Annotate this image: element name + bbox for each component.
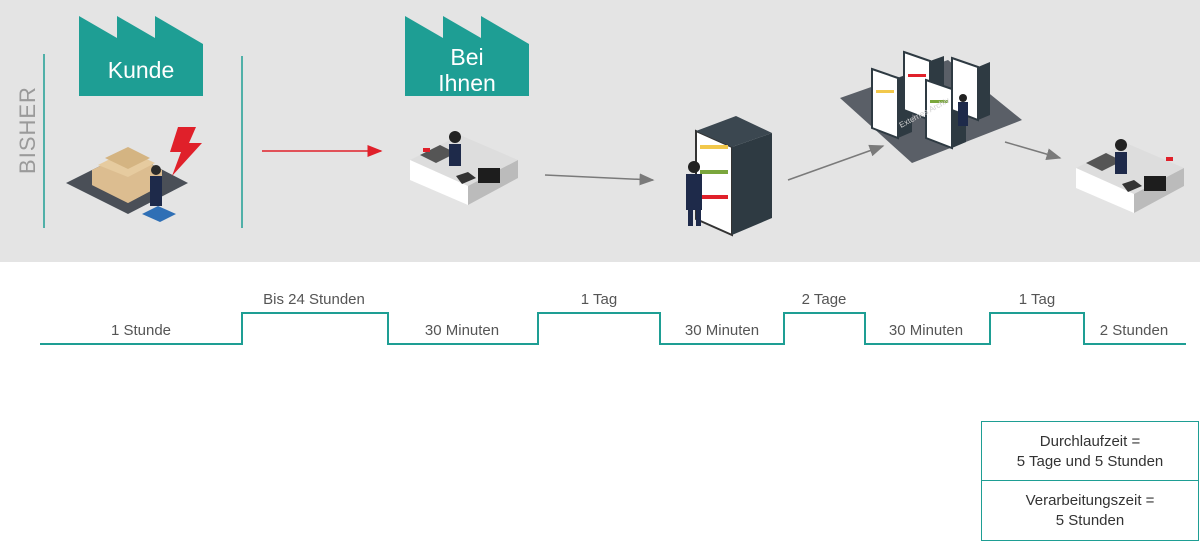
summary-text: Durchlaufzeit = — [1039, 432, 1141, 450]
durchlaufzeit-box: Durchlaufzeit = 5 Tage und 5 Stunden — [981, 421, 1199, 482]
lightning-icon — [170, 127, 202, 176]
summary-text: 5 Tage und 5 Stunden — [1016, 452, 1164, 470]
timeline-label-high: Bis 24 Stunden — [263, 291, 365, 308]
factory-label-customer: Kunde — [107, 57, 175, 83]
arrow-icon — [544, 173, 655, 186]
timeline-label-low: 30 Minuten — [684, 322, 760, 339]
summary-text: 5 Stunden — [1055, 511, 1125, 529]
timeline-label-low: 30 Minuten — [888, 322, 964, 339]
package-pallet-icon — [66, 147, 188, 222]
warehouse-icon — [840, 50, 1022, 163]
step-line-graphic — [40, 312, 1186, 345]
factory-icon — [79, 16, 203, 96]
scene-graphics: Externes Archiv — [43, 16, 1184, 237]
factory-icon — [405, 16, 529, 96]
timeline-label-high: 1 Tag — [1018, 291, 1056, 308]
timeline-label-high: 2 Tage — [801, 291, 847, 308]
summary-text: Verarbeitungszeit = — [1025, 491, 1155, 509]
timeline-label-low: 2 Stunden — [1099, 322, 1169, 339]
arrow-icon — [1004, 141, 1062, 160]
bookshelf-icon — [686, 116, 772, 237]
time-step-line: 1 Stunde Bis 24 Stunden 30 Minuten 1 Tag… — [0, 262, 1200, 362]
timeline-label-low: 1 Stunde — [110, 322, 172, 339]
arrow-icon — [787, 144, 885, 181]
verarbeitungszeit-box: Verarbeitungszeit = 5 Stunden — [981, 480, 1199, 541]
timeline-label-low: 30 Minuten — [424, 322, 500, 339]
office-desk-icon — [410, 131, 518, 205]
office-desk-icon — [1076, 139, 1184, 213]
factory-label-line: Ihnen — [438, 70, 496, 96]
factory-label-you: Bei Ihnen — [405, 44, 529, 96]
timeline-label-high: 1 Tag — [580, 291, 618, 308]
factory-label-line: Bei — [450, 44, 484, 70]
process-scene: BISHER — [0, 0, 1200, 262]
